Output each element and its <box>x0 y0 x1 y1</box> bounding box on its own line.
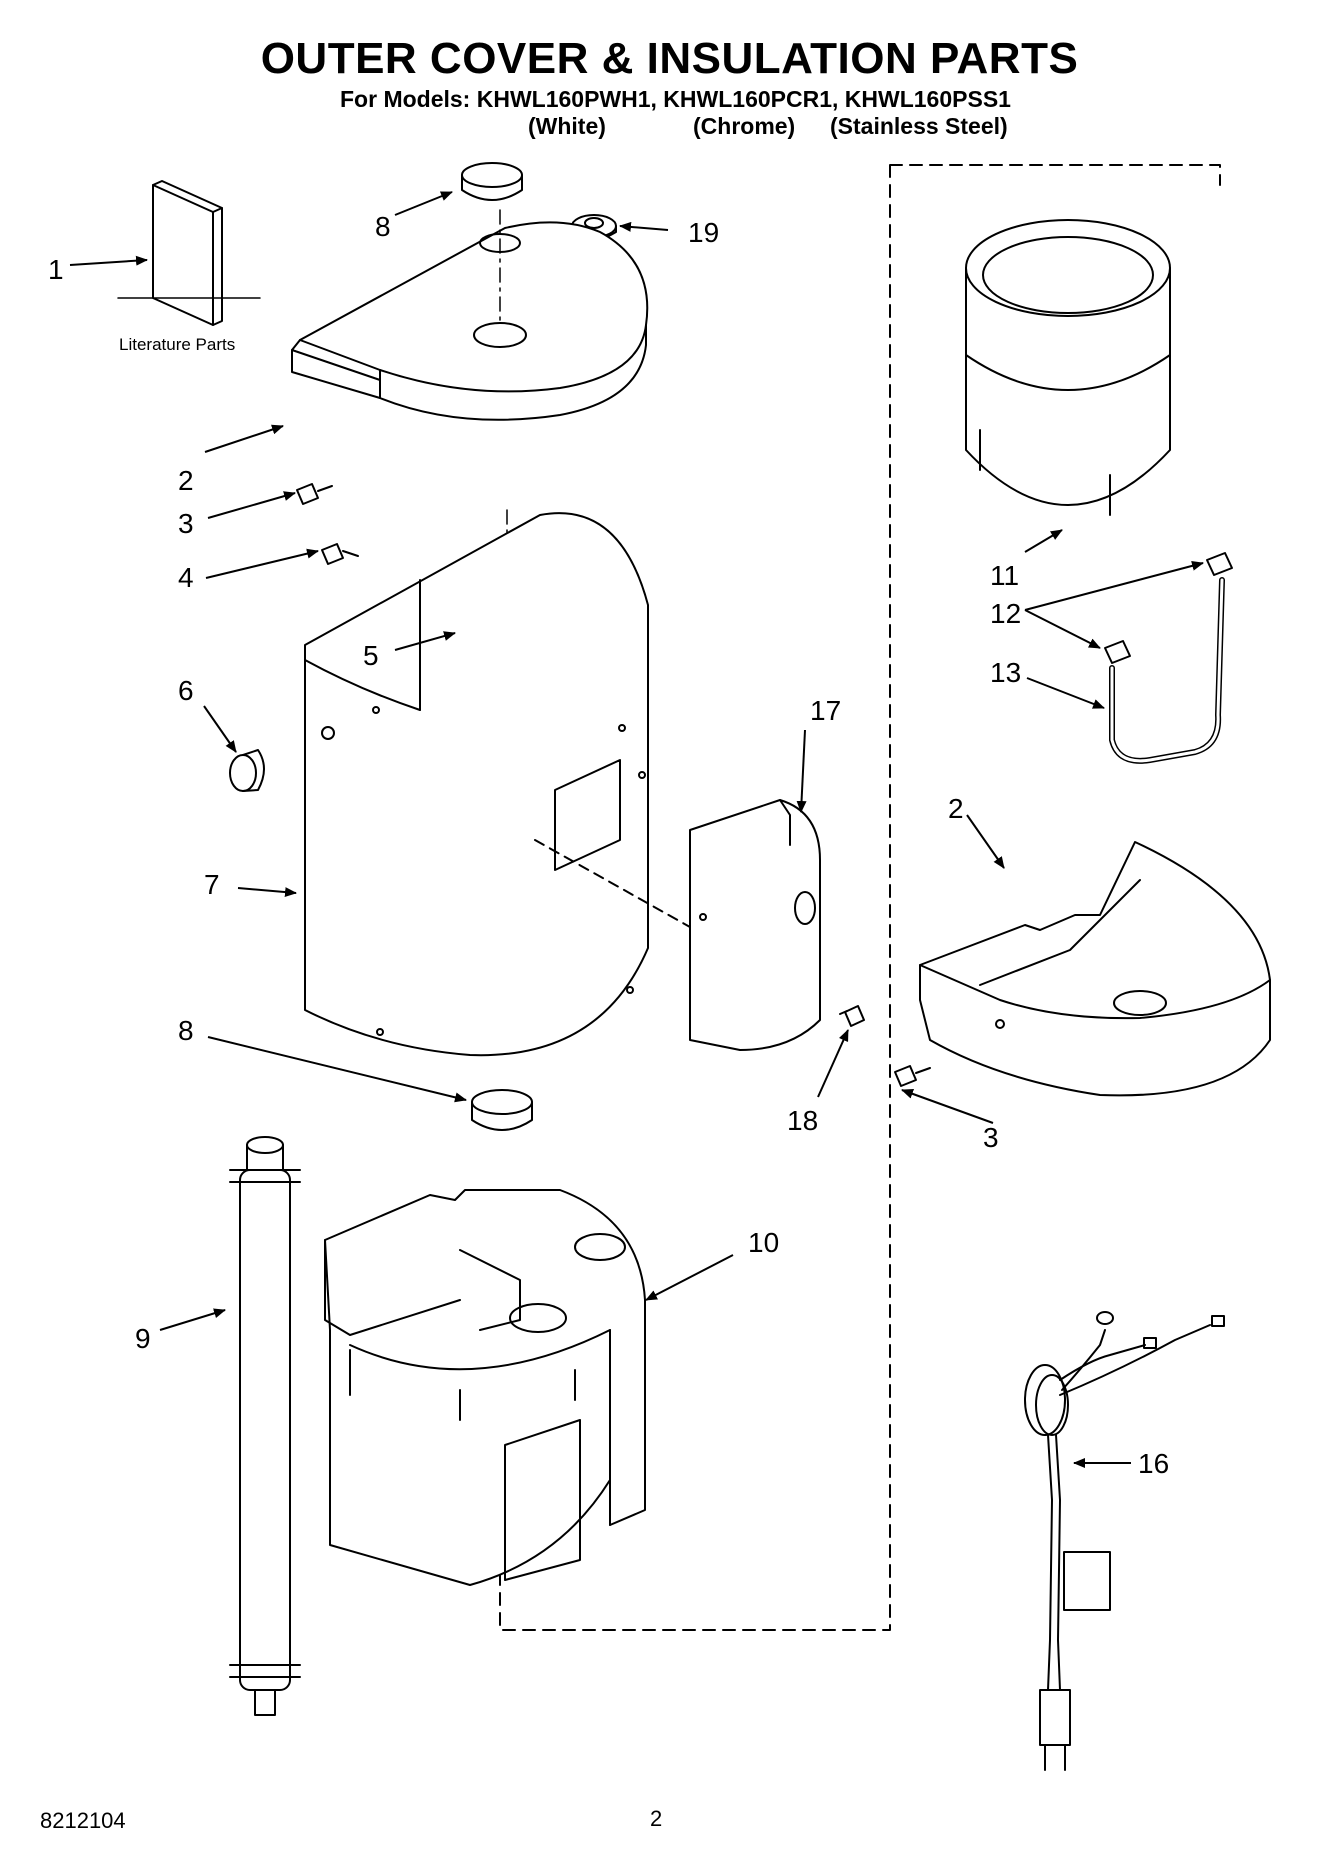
page-title: OUTER COVER & INSULATION PARTS <box>260 34 1079 83</box>
document-number: 8212104 <box>40 1808 126 1833</box>
screw-3 <box>296 483 333 505</box>
callout-2-right: 2 <box>948 793 964 824</box>
callout-8-bottom: 8 <box>178 1015 194 1046</box>
literature-booklet <box>152 180 223 326</box>
variant-chrome: (Chrome) <box>693 113 796 139</box>
group-boundary <box>499 164 1221 1631</box>
callout-3-left: 3 <box>178 508 194 539</box>
drain-tube <box>1109 577 1225 764</box>
callout-5: 5 <box>363 640 379 671</box>
side-plug <box>229 749 265 792</box>
screw-18 <box>839 1005 865 1027</box>
power-cord <box>1024 1311 1225 1771</box>
top-insulation <box>965 219 1171 516</box>
callout-7: 7 <box>204 869 220 900</box>
page-number: 2 <box>650 1806 663 1831</box>
filter-tube <box>229 1136 301 1716</box>
callout-9: 9 <box>135 1323 151 1354</box>
models-line: For Models: KHWL160PWH1, KHWL160PCR1, KH… <box>340 86 1011 112</box>
heat-shield <box>689 799 821 1051</box>
tube-cap-bottom <box>1104 640 1131 664</box>
callout-4: 4 <box>178 562 194 593</box>
top-plug <box>461 162 523 201</box>
callout-18: 18 <box>787 1105 818 1136</box>
callout-13: 13 <box>990 657 1021 688</box>
callout-1: 1 <box>48 254 64 285</box>
callout-17: 17 <box>810 695 841 726</box>
bottom-tray <box>919 841 1271 1097</box>
variant-stainless: (Stainless Steel) <box>830 113 1008 139</box>
callout-19: 19 <box>688 217 719 248</box>
callout-12: 12 <box>990 598 1021 629</box>
callout-3-right: 3 <box>983 1122 999 1153</box>
screw-3-right <box>894 1065 931 1087</box>
callout-2-left: 2 <box>178 465 194 496</box>
callout-8-top: 8 <box>375 211 391 242</box>
callout-16: 16 <box>1138 1448 1169 1479</box>
callout-11: 11 <box>990 560 1019 591</box>
outer-shell <box>304 512 649 1057</box>
insulation <box>324 1189 646 1586</box>
screw-4 <box>321 543 359 565</box>
callout-10: 10 <box>748 1227 779 1258</box>
bottom-plug <box>471 1089 533 1131</box>
variant-white: (White) <box>528 113 606 139</box>
top-cover <box>291 221 649 421</box>
tube-cap-top <box>1206 552 1233 576</box>
callout-6: 6 <box>178 675 194 706</box>
literature-parts-label: Literature Parts <box>119 335 235 354</box>
